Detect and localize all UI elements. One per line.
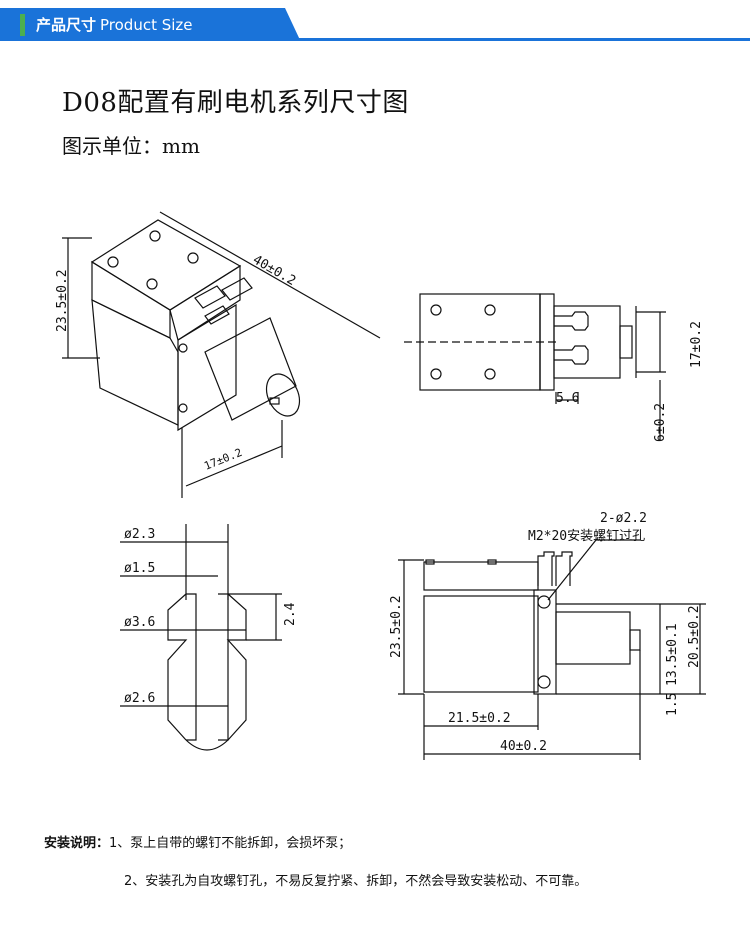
front-15-text: 1.5 (665, 693, 680, 716)
front-holes-text: 2-ø2.2 (600, 511, 647, 526)
front-nozzle-2 (555, 551, 573, 586)
iso-height-text: 23.5±0.2 (55, 269, 70, 332)
front-top-screw-2 (487, 559, 497, 565)
iso-side-face (169, 264, 241, 341)
front-leader (547, 539, 597, 601)
front-40-text: 40±0.2 (500, 739, 547, 754)
front-height-text: 23.5±0.2 (389, 595, 404, 658)
front-motor (555, 611, 631, 665)
top-offset-text: 5.6 (556, 391, 579, 406)
front-205-text: 20.5±0.2 (687, 605, 702, 668)
iso-motor-end (265, 373, 301, 417)
top-screw-2 (484, 304, 496, 316)
front-top-block (423, 561, 539, 591)
unit-label: 图示单位：mm (62, 134, 200, 158)
iso-top-face (90, 219, 242, 311)
top-width-text: 17±0.2 (689, 321, 704, 368)
front-hole-2 (537, 675, 551, 689)
header-title-cn: 产品尺寸 (36, 16, 97, 34)
nozzle-d23-text: ø2.3 (124, 527, 155, 542)
top-view (404, 293, 666, 440)
front-hole-1 (537, 595, 551, 609)
top-screw-3 (430, 368, 442, 380)
isometric-view (62, 211, 381, 498)
nozzle-bottom (185, 739, 229, 751)
nozzle-right-wall (218, 593, 229, 741)
iso-plate-hole-2 (178, 403, 188, 413)
front-motor-end (629, 629, 641, 651)
iso-motor-tab (269, 397, 280, 405)
iso-plate-hole-1 (178, 343, 188, 353)
front-plate (533, 589, 557, 695)
page-title: D08配置有刷电机系列尺寸图 (62, 88, 409, 118)
nozzle-d15-text: ø1.5 (124, 561, 155, 576)
header-title-en: Product Size (100, 16, 193, 34)
iso-dim-length-line (159, 211, 381, 339)
notes-label: 安装说明： (44, 836, 110, 851)
header-underline (0, 38, 750, 41)
top-nozzle-2 (554, 345, 589, 365)
iso-screw-1 (149, 230, 161, 242)
nozzle-outer-left (167, 593, 188, 741)
nozzle-section (120, 524, 282, 751)
front-215-text: 21.5±0.2 (448, 711, 511, 726)
nozzle-d36-text: ø3.6 (124, 615, 155, 630)
front-body (423, 595, 539, 693)
iso-screw-2 (187, 252, 199, 264)
iso-length-text: 40±0.2 (250, 252, 298, 288)
nozzle-len-text: 2.4 (283, 602, 298, 626)
iso-body-front (91, 298, 179, 426)
notes-item-1: 1、泵上自带的螺钉不能拆卸，会损坏泵； (109, 836, 352, 851)
nozzle-d26-text: ø2.6 (124, 691, 155, 706)
iso-front-plate (177, 303, 237, 432)
front-view (398, 539, 706, 760)
header-tab (0, 8, 300, 40)
front-nozzle-1 (537, 551, 555, 586)
dimension-drawing: 23.5±0.2 40±0.2 17±0.2 17±0.2 5.6 6±0.2 (55, 211, 706, 760)
top-screw-4 (484, 368, 496, 380)
front-top-screw-1 (425, 559, 435, 565)
iso-nozzle-1 (194, 285, 226, 309)
top-motor-end (619, 325, 633, 359)
top-small-text: 6±0.2 (653, 403, 668, 442)
iso-dim-width-line (185, 445, 283, 487)
notes-item-2: 2、安装孔为自攻螺钉孔，不易反复拧紧、拆卸，不然会导致安装松动、不可靠。 (124, 874, 588, 889)
nozzle-left-wall (186, 593, 197, 741)
top-nozzle-1 (554, 311, 589, 331)
iso-top-edge (91, 260, 171, 339)
iso-nozzle-2 (221, 277, 253, 301)
nozzle-outer-right (226, 593, 247, 741)
iso-screw-3 (107, 256, 119, 268)
top-motor (553, 305, 621, 379)
header-bar (0, 8, 750, 41)
notes-row-1: 安装说明：1、泵上自带的螺钉不能拆卸，会损坏泵； (44, 832, 351, 851)
front-screw-text: M2*20安装螺钉过孔 (528, 529, 645, 544)
top-screw-1 (430, 304, 442, 316)
iso-screw-4 (146, 278, 158, 290)
header-green-accent (20, 14, 25, 36)
front-135-text: 13.5±0.1 (665, 623, 680, 686)
iso-width-text: 17±0.2 (202, 446, 244, 473)
iso-motor (204, 317, 297, 421)
